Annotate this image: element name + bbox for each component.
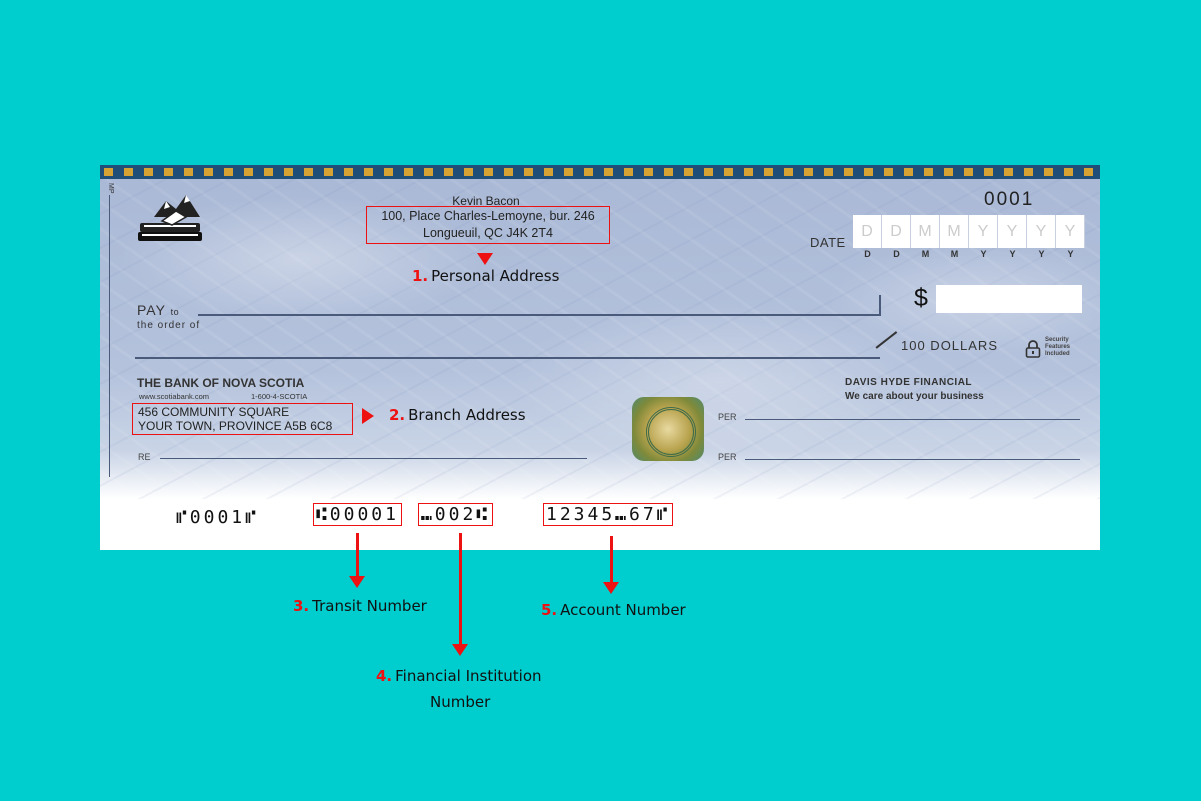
bank-phone: 1-600-4-SCOTIA (251, 392, 308, 401)
date-sublabel: Y (1038, 249, 1045, 259)
date-sublabel: Y (980, 249, 987, 259)
arrow-shaft (356, 533, 359, 578)
branch-address-line1: 456 COMMUNITY SQUARE (138, 405, 290, 419)
amount-field[interactable] (936, 285, 1082, 313)
date-sublabel: M (950, 249, 959, 259)
arrow-down-icon (349, 576, 365, 588)
label-institution-number-line2: Number (430, 693, 491, 711)
side-mark: MP (107, 183, 114, 194)
branch-address-highlight: 456 COMMUNITY SQUARE YOUR TOWN, PROVINCE… (132, 403, 353, 435)
payee-line-end (879, 295, 881, 316)
label-transit-number: 3.Transit Number (293, 597, 427, 615)
micr-transit-number: ⑆00001 (313, 503, 402, 526)
cheque-number: 0001 (984, 189, 1035, 210)
dollars-text: 100 DOLLARS (901, 338, 998, 353)
bank-name: THE BANK OF NOVA SCOTIA (137, 376, 305, 390)
arrow-down-icon (603, 582, 619, 594)
per-label-1: PER (718, 412, 737, 422)
arrow-down-icon (477, 253, 493, 265)
date-box-d1[interactable]: D (853, 215, 882, 248)
cheque: MP Kevin Bacon 100, Place Charles-Lemoyn… (100, 165, 1100, 550)
personal-address-highlight: 100, Place Charles-Lemoyne, bur. 246 Lon… (366, 206, 610, 244)
order-label: the order of (137, 320, 201, 331)
micr-account-number: 12345⑉67⑈ (543, 503, 674, 526)
date-box-y4[interactable]: Y (1056, 215, 1085, 248)
signature-line-1[interactable] (745, 419, 1080, 420)
date-sublabels: D D M M Y Y Y Y (853, 249, 1085, 259)
memo-line[interactable] (160, 458, 587, 459)
arrow-right-icon (362, 408, 374, 424)
cheque-top-border (100, 165, 1100, 179)
company-tagline: We care about your business (845, 391, 984, 402)
date-sublabel: D (893, 249, 900, 259)
date-box-y1[interactable]: Y (969, 215, 998, 248)
date-box-y3[interactable]: Y (1027, 215, 1056, 248)
amount-words-line[interactable] (135, 357, 880, 359)
signature-line-2[interactable] (745, 459, 1080, 460)
books-logo-icon (138, 195, 202, 241)
security-seal-icon (632, 397, 704, 461)
arrow-down-icon (452, 644, 468, 656)
account-holder-name: Kevin Bacon (452, 194, 520, 208)
date-sublabel: Y (1009, 249, 1016, 259)
personal-address-line1: 100, Place Charles-Lemoyne, bur. 246 (381, 209, 595, 223)
label-institution-number: 4.Financial Institution (376, 667, 542, 685)
arrow-shaft (459, 533, 462, 645)
padlock-icon (1025, 340, 1041, 358)
date-box-m1[interactable]: M (911, 215, 940, 248)
date-field[interactable]: D D M M Y Y Y Y (853, 215, 1085, 248)
security-features-text: Security Features Included (1045, 337, 1071, 357)
date-box-m2[interactable]: M (940, 215, 969, 248)
per-label-2: PER (718, 452, 737, 462)
bank-website: www.scotiabank.com (139, 392, 210, 401)
date-label: DATE (810, 235, 846, 250)
branch-address-line2: YOUR TOWN, PROVINCE A5B 6C8 (138, 419, 333, 433)
company-name: DAVIS HYDE FINANCIAL (845, 377, 973, 388)
personal-address-line2: Longueuil, QC J4K 2T4 (423, 226, 553, 240)
side-rule (109, 195, 110, 477)
date-box-y2[interactable]: Y (998, 215, 1027, 248)
date-sublabel: D (864, 249, 871, 259)
date-sublabel: M (921, 249, 930, 259)
micr-institution-number: ⑉002⑆ (418, 503, 494, 526)
re-label: RE (138, 452, 151, 462)
dollar-sign: $ (914, 284, 928, 312)
label-branch-address: 2.Branch Address (389, 406, 526, 424)
pay-label: PAY to (137, 302, 180, 318)
payee-line[interactable] (198, 314, 880, 316)
label-account-number: 5.Account Number (541, 601, 686, 619)
micr-cheque-number: ⑈0001⑈ (176, 507, 259, 528)
date-box-d2[interactable]: D (882, 215, 911, 248)
date-sublabel: Y (1067, 249, 1074, 259)
arrow-shaft (610, 536, 613, 584)
label-personal-address: 1.Personal Address (412, 267, 560, 285)
